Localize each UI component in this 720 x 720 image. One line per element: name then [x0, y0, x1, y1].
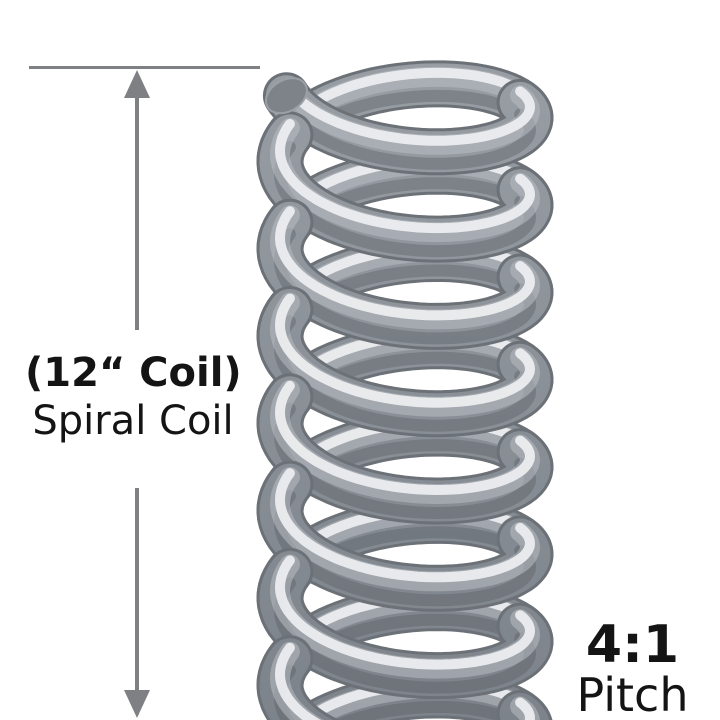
dimension-arrow-down-icon	[124, 690, 150, 718]
coil-type-label: Spiral Coil	[32, 398, 234, 444]
pitch-ratio-value: 4:1	[585, 615, 680, 675]
dimension-arrow-up-icon	[124, 70, 150, 98]
coil-length-value: (12“ Coil)	[25, 350, 242, 396]
dimension-extent-line-top	[29, 66, 260, 69]
coil-length-label: (12“ Coil) Spiral Coil	[25, 350, 242, 446]
dimension-arrow-up-shaft	[135, 97, 139, 330]
pitch-label-block: 4:1 Pitch	[555, 618, 710, 718]
dimension-arrow-down-shaft	[135, 488, 139, 692]
coil-cut-end	[264, 77, 308, 115]
pitch-word-label: Pitch	[576, 668, 689, 720]
